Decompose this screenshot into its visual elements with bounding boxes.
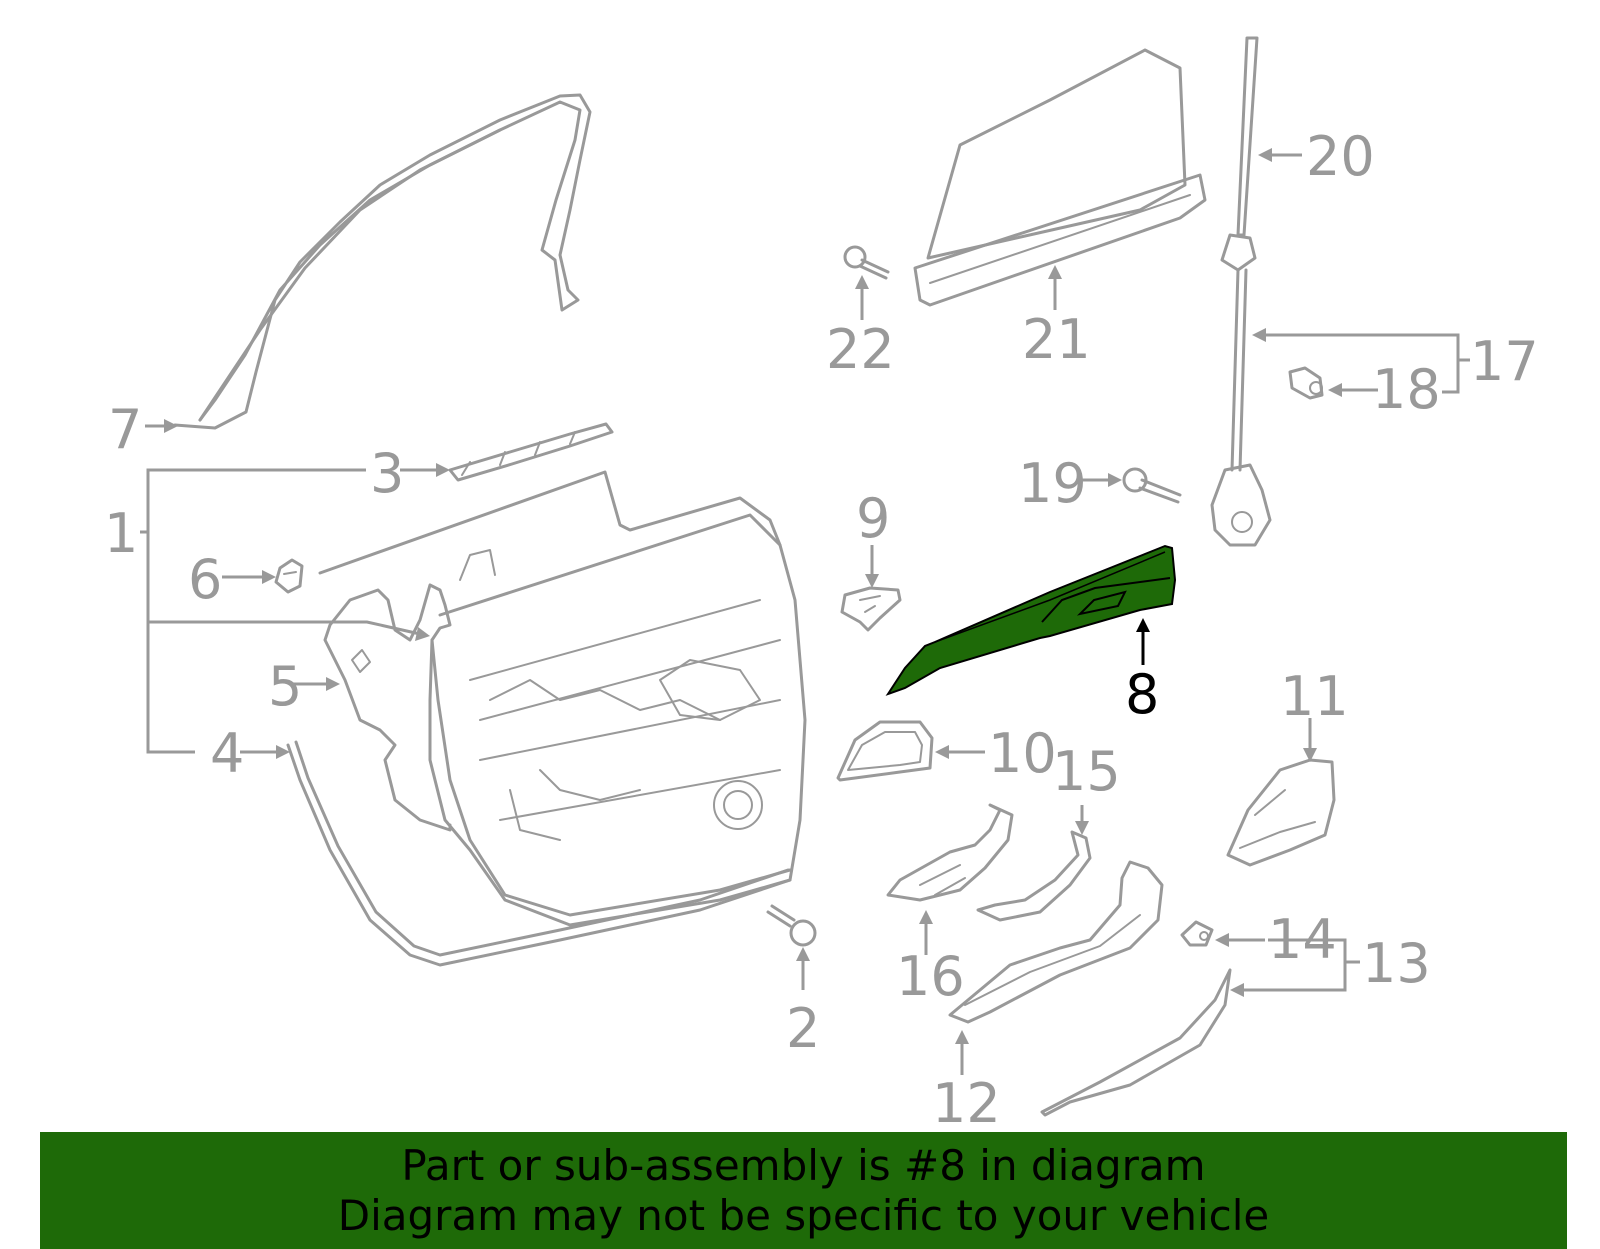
callout-4: 4 xyxy=(210,722,244,785)
part-5-insulator[interactable] xyxy=(351,649,371,673)
callout-6: 6 xyxy=(188,548,222,611)
callout-5: 5 xyxy=(268,655,302,718)
callout-3: 3 xyxy=(370,442,404,505)
callout-13: 13 xyxy=(1362,932,1431,995)
callout-8: 8 xyxy=(1125,663,1159,726)
callout-20: 20 xyxy=(1306,125,1375,188)
info-banner: Part or sub-assembly is #8 in diagram Di… xyxy=(40,1132,1567,1249)
part-12-armrest-base[interactable] xyxy=(948,860,1164,1024)
part-16-switch-housing[interactable] xyxy=(886,803,1014,902)
callout-12: 12 xyxy=(932,1072,1001,1135)
part-2-screw[interactable] xyxy=(766,904,817,947)
part-21-window-glass[interactable] xyxy=(913,48,1207,307)
callout-19: 19 xyxy=(1018,452,1087,515)
part-9-bracket[interactable] xyxy=(840,586,902,632)
part-3-belt-molding[interactable] xyxy=(448,422,614,482)
part-11-armrest[interactable] xyxy=(1226,758,1336,867)
part-8-leader xyxy=(1136,618,1150,665)
callout-1: 1 xyxy=(104,502,138,565)
callout-18: 18 xyxy=(1372,358,1441,421)
callout-15: 15 xyxy=(1052,740,1121,803)
callout-22: 22 xyxy=(826,318,895,381)
part-4-weatherstrip[interactable] xyxy=(286,740,792,967)
part-19-bolt[interactable] xyxy=(1122,467,1182,504)
callout-11: 11 xyxy=(1280,665,1349,728)
part-17-window-regulator[interactable] xyxy=(1210,36,1272,547)
part-10-bezel[interactable] xyxy=(836,720,934,782)
callout-16: 16 xyxy=(896,945,965,1008)
part-1-door-trim-panel[interactable] xyxy=(318,470,807,927)
part-7-window-frame[interactable] xyxy=(173,93,592,430)
callout-labels: 7 3 1 6 5 4 2 9 10 11 12 13 14 15 16 17 … xyxy=(104,125,1539,1135)
part-6-clip[interactable] xyxy=(274,558,304,594)
part-13-trim-strip[interactable] xyxy=(1040,968,1232,1117)
part-22-bolt[interactable] xyxy=(843,245,890,280)
banner-line-2: Diagram may not be specific to your vehi… xyxy=(337,1190,1270,1240)
part-14-clip[interactable] xyxy=(1180,920,1214,947)
part-15-trim[interactable] xyxy=(976,830,1092,922)
callout-10: 10 xyxy=(988,722,1057,785)
callout-9: 9 xyxy=(856,487,890,550)
callout-2: 2 xyxy=(786,997,820,1060)
callout-14: 14 xyxy=(1268,908,1337,971)
part-18-connector[interactable] xyxy=(1288,366,1324,400)
leader-lines xyxy=(140,148,1470,1075)
part-8-trim-panel-highlighted[interactable] xyxy=(885,544,1177,696)
callout-21: 21 xyxy=(1022,308,1091,371)
callout-7: 7 xyxy=(108,398,142,461)
callout-17: 17 xyxy=(1470,330,1539,393)
banner-line-1: Part or sub-assembly is #8 in diagram xyxy=(401,1140,1206,1190)
